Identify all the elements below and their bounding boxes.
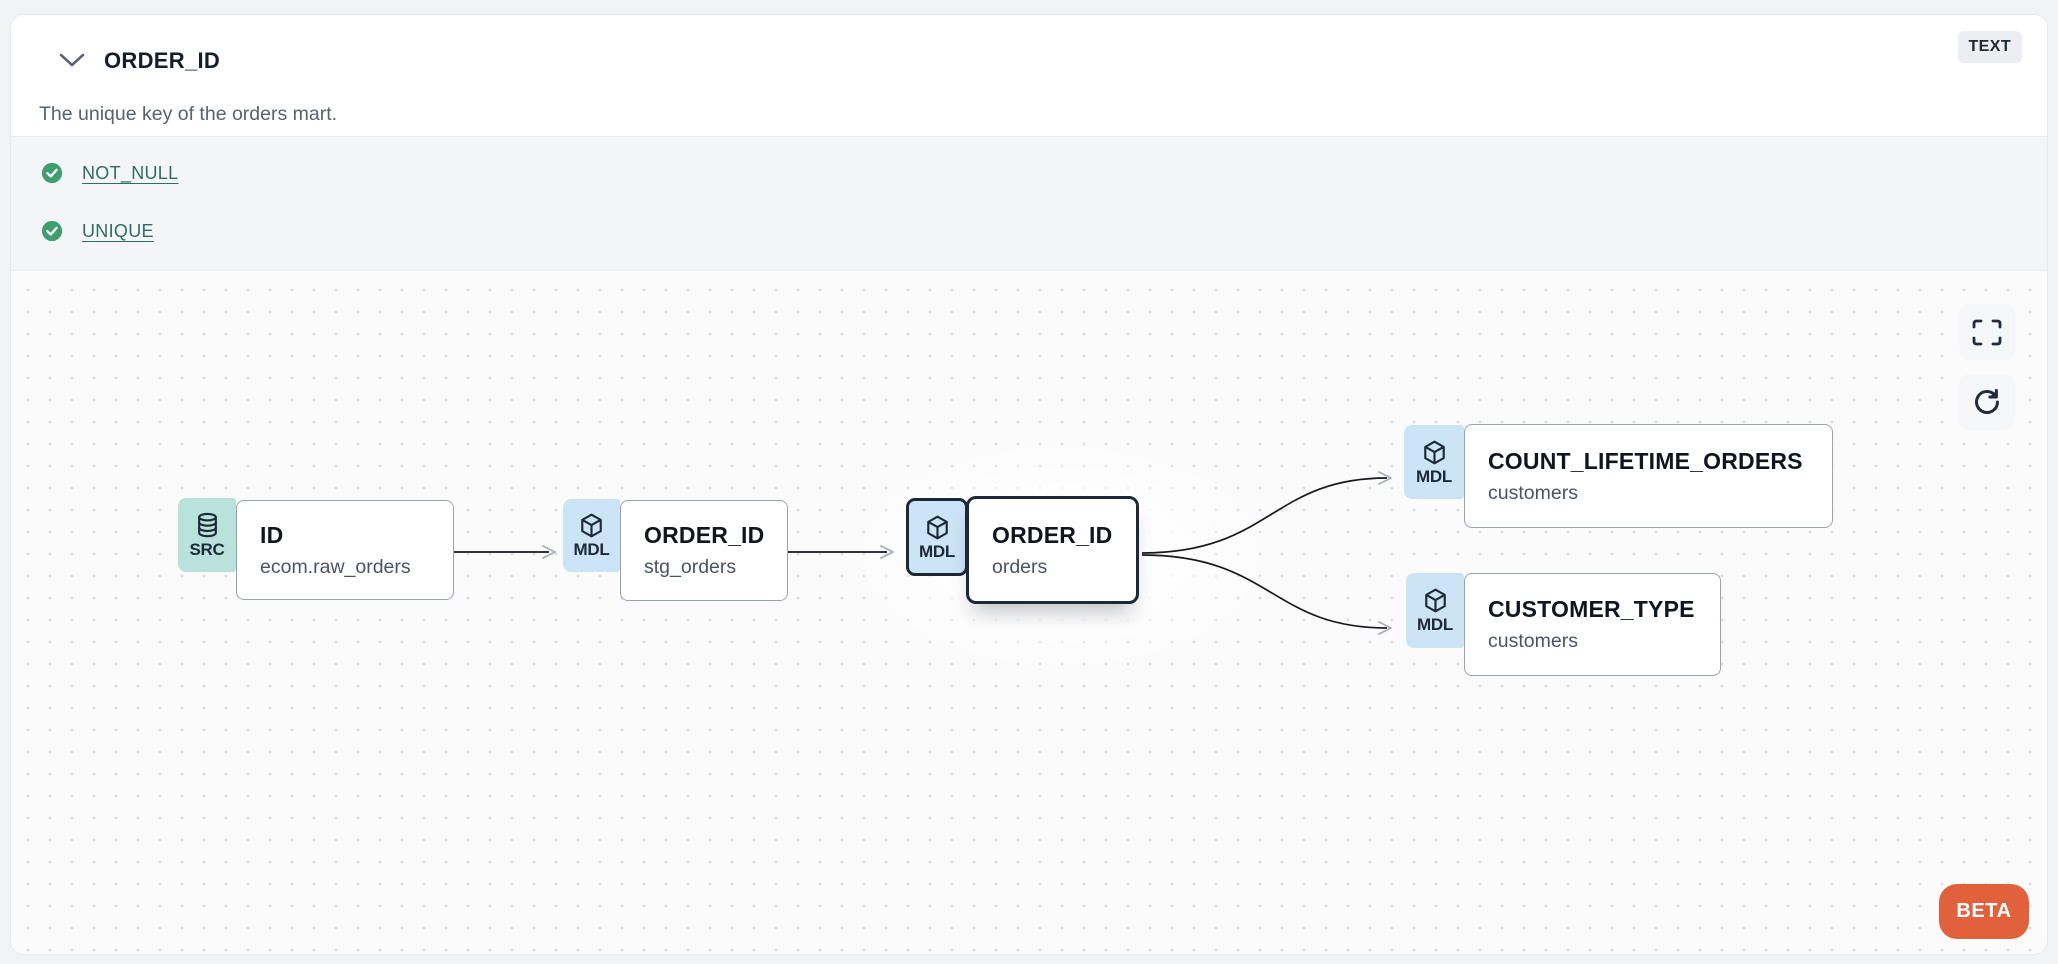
tests-section: NOT_NULL UNIQUE (11, 136, 2047, 271)
node-title: COUNT_LIFETIME_ORDERS (1488, 447, 1803, 474)
node-card: COUNT_LIFETIME_ORDERS customers (1464, 424, 1833, 528)
refresh-icon (1975, 389, 1999, 414)
lineage-canvas[interactable]: SRC ID ecom.raw_orders MDL ORDER_ID stg_… (11, 271, 2047, 954)
badge-label: MDL (919, 541, 955, 561)
beta-badge: BETA (1939, 884, 2029, 939)
node-card: ID ecom.raw_orders (236, 500, 454, 600)
column-detail-panel: ORDER_ID TEXT The unique key of the orde… (10, 14, 2048, 955)
node-subtitle: ecom.raw_orders (260, 555, 411, 578)
model-type-badge: MDL (906, 498, 968, 576)
chevron-down-icon (59, 53, 85, 67)
node-title: ORDER_ID (644, 522, 765, 548)
database-icon (197, 512, 217, 537)
panel-header: ORDER_ID TEXT The unique key of the orde… (11, 15, 2047, 136)
collapse-toggle-button[interactable] (54, 43, 90, 77)
check-circle-icon (41, 162, 63, 184)
node-subtitle: customers (1488, 481, 1578, 504)
cube-icon (926, 515, 948, 539)
node-title: CUSTOMER_TYPE (1488, 596, 1695, 622)
cube-icon (1423, 440, 1445, 464)
lineage-edges (454, 471, 1392, 635)
badge-label: SRC (189, 539, 225, 559)
badge-label: MDL (1416, 466, 1452, 486)
model-type-badge: MDL (563, 499, 620, 572)
cube-icon (1424, 588, 1446, 613)
model-type-badge: MDL (1406, 573, 1464, 648)
cube-icon (581, 513, 602, 538)
test-label: UNIQUE (82, 220, 154, 241)
arrowhead-icon (542, 545, 556, 559)
test-link-not-null[interactable]: NOT_NULL (41, 149, 178, 197)
node-card: ORDER_ID stg_orders (620, 500, 788, 601)
node-subtitle: orders (992, 555, 1048, 578)
node-title: ID (260, 521, 284, 548)
test-link-unique[interactable]: UNIQUE (41, 207, 154, 255)
data-type-badge: TEXT (1957, 31, 2022, 63)
node-title: ORDER_ID (992, 521, 1113, 548)
badge-label: MDL (1417, 615, 1453, 634)
column-title: ORDER_ID (104, 48, 221, 73)
test-label: NOT_NULL (82, 162, 179, 183)
fullscreen-icon (1972, 319, 2002, 345)
source-type-badge: SRC (178, 498, 236, 572)
arrowhead-icon (1378, 471, 1392, 485)
arrowhead-icon (1378, 621, 1392, 635)
edge-orders-to-count (1141, 477, 1388, 554)
edge-orders-to-type (1141, 554, 1388, 629)
node-subtitle: stg_orders (644, 556, 737, 578)
refresh-button[interactable] (1959, 374, 2015, 430)
node-card: ORDER_ID orders (966, 496, 1139, 604)
fullscreen-button[interactable] (1959, 304, 2015, 360)
model-type-badge: MDL (1404, 425, 1464, 499)
badge-label: MDL (573, 540, 610, 559)
node-card: CUSTOMER_TYPE customers (1464, 573, 1721, 676)
column-description: The unique key of the orders mart. (39, 103, 338, 125)
check-circle-icon (41, 220, 63, 242)
node-subtitle: customers (1488, 630, 1578, 652)
